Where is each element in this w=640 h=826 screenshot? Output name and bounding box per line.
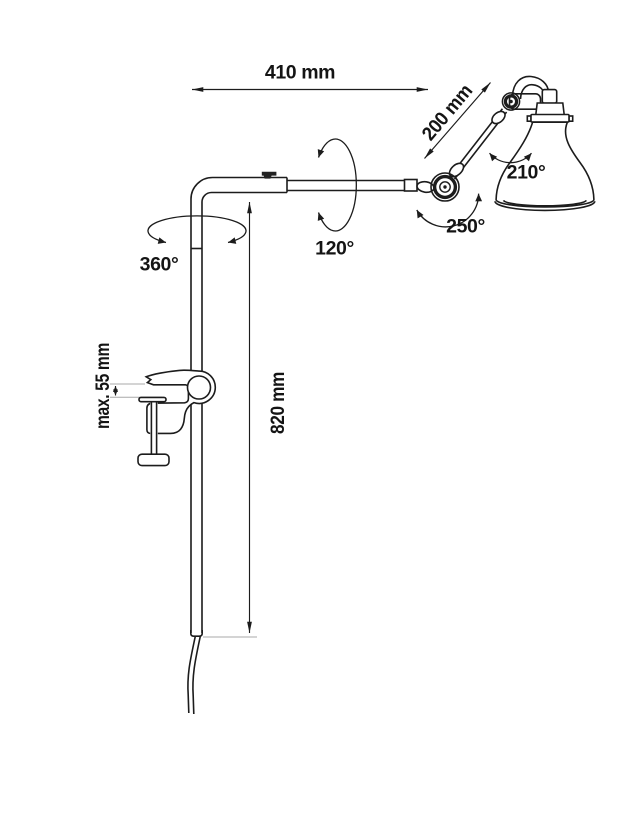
clamp-screw-pad bbox=[138, 396, 167, 403]
elbow-center-screw-icon bbox=[443, 185, 447, 189]
cable-line-left bbox=[187, 636, 197, 714]
clamp-pole-boss bbox=[186, 375, 212, 400]
lamp-shade-bell bbox=[495, 121, 595, 208]
socket-body bbox=[534, 102, 566, 116]
shade-rim-inner bbox=[502, 199, 588, 207]
clamp-screw-knob bbox=[137, 453, 170, 467]
gooseneck-outer-line bbox=[511, 75, 550, 97]
horizontal-arm bbox=[261, 171, 406, 193]
rot-arm-label: 120° bbox=[315, 238, 354, 260]
lamp-shade-assembly bbox=[494, 88, 596, 212]
pole-outer-line bbox=[190, 176, 287, 633]
elbow-wingnut-upper bbox=[448, 162, 465, 178]
table-clamp bbox=[137, 369, 217, 467]
elbow-rotation-arc bbox=[416, 193, 483, 228]
pole-rotation-ellipse bbox=[147, 215, 247, 244]
arm-thumbscrew-icon bbox=[261, 171, 277, 179]
elbow-joint bbox=[403, 162, 465, 202]
elbow-disc-inner bbox=[439, 181, 451, 193]
head-joint bbox=[491, 75, 550, 125]
pole bbox=[190, 176, 287, 637]
rotation-indicators bbox=[147, 138, 532, 244]
arm-end-collar bbox=[403, 178, 418, 192]
head-wingnut bbox=[491, 110, 506, 125]
rot-pole-label: 360° bbox=[140, 254, 179, 276]
dim-width-label: 410 mm bbox=[265, 62, 335, 84]
rot-shade-label: 210° bbox=[507, 162, 546, 184]
pole-bottom-cap bbox=[190, 630, 203, 637]
dim-height-label: 820 mm bbox=[267, 372, 289, 434]
forearm-dimension-line bbox=[424, 82, 491, 159]
rot-elbow-label: 250° bbox=[446, 216, 485, 238]
cable-line-right bbox=[192, 636, 202, 715]
shade-rim-outer bbox=[494, 200, 596, 212]
head-disc-ring bbox=[503, 94, 519, 109]
head-center-screw-icon bbox=[509, 99, 513, 104]
shade-rotation-arc bbox=[489, 152, 532, 164]
socket-cap bbox=[541, 88, 558, 104]
clamp-screw-shaft-fill bbox=[150, 401, 158, 455]
power-cable bbox=[187, 636, 202, 715]
head-disc-outer bbox=[501, 92, 521, 111]
dimension-lines bbox=[110, 82, 491, 638]
dim-clamp-capacity-label: max. 55 mm bbox=[92, 343, 114, 429]
shade-holder-ring bbox=[530, 113, 570, 123]
pole-inner-line bbox=[201, 191, 287, 633]
arm-rotation-ellipse bbox=[317, 138, 357, 232]
